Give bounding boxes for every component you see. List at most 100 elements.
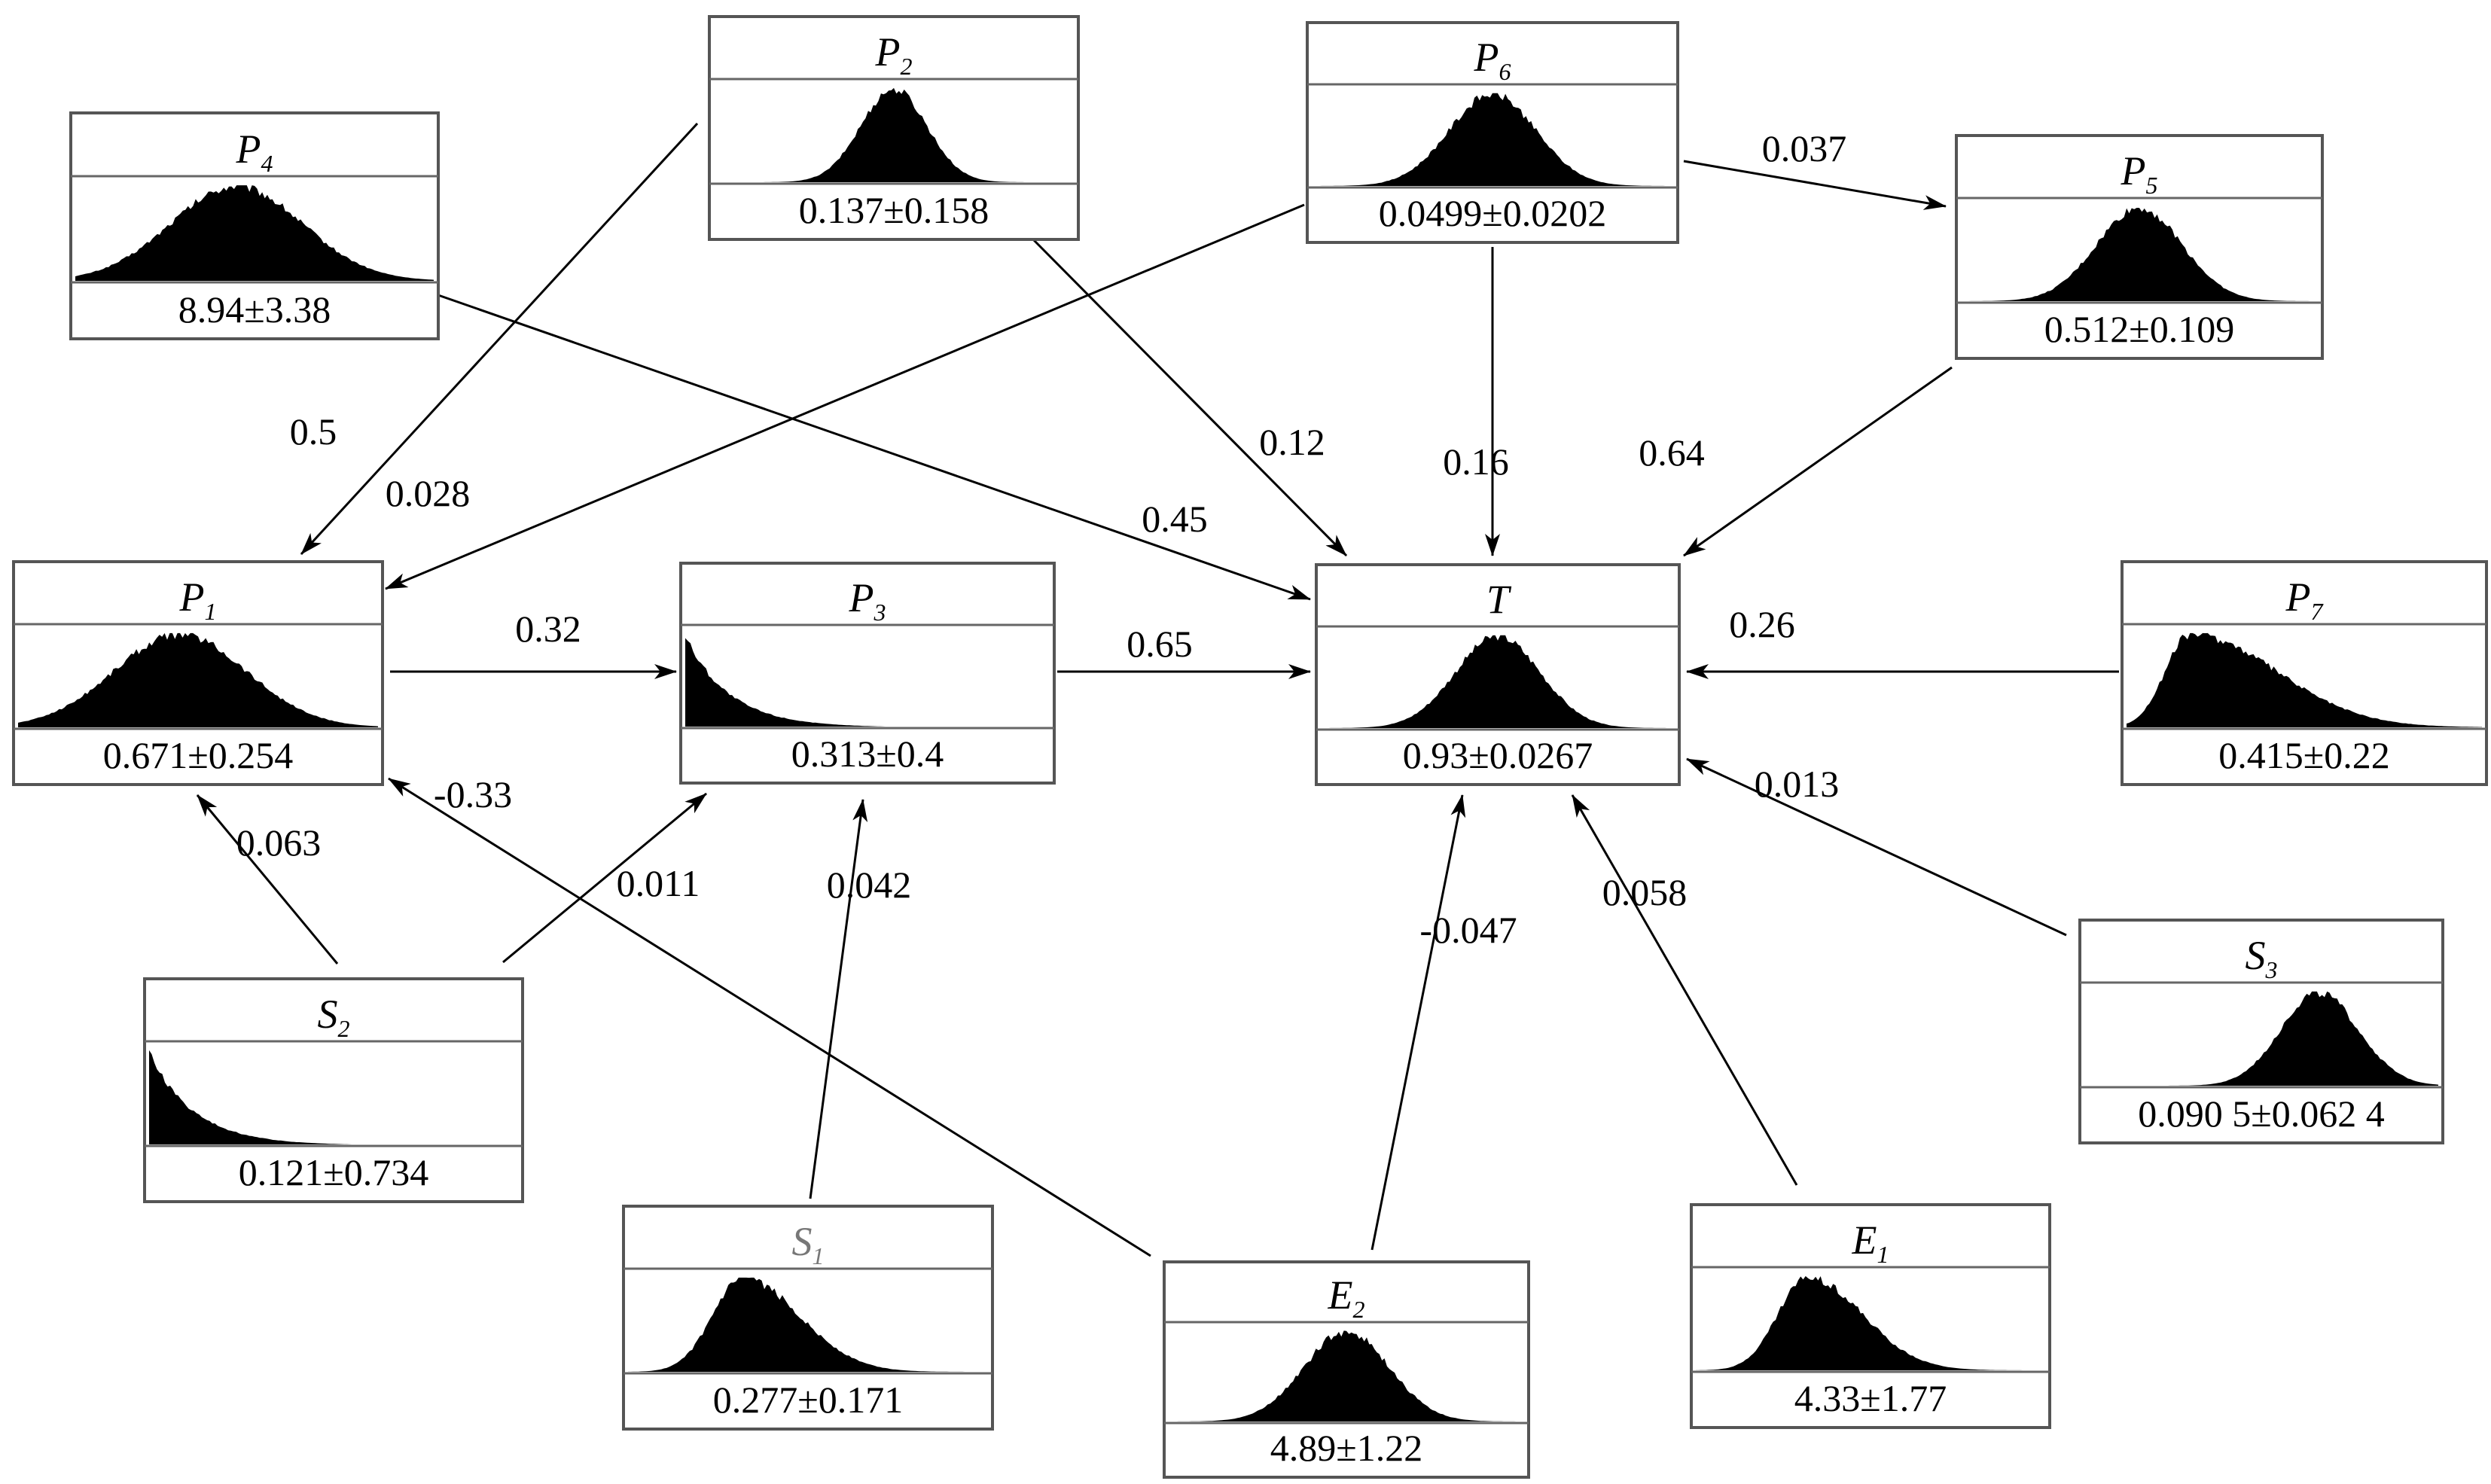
- node-value: 0.137±0.158: [799, 189, 989, 231]
- node-value: 0.93±0.0267: [1403, 734, 1593, 776]
- node-histogram: [714, 87, 1074, 182]
- node-t: T 0.93±0.0267: [1315, 563, 1681, 786]
- edge-p2-to-p1: [300, 122, 699, 556]
- node-subscript: 6: [1499, 58, 1511, 85]
- node-histogram: [2127, 632, 2482, 727]
- node-title: E2: [1328, 1272, 1365, 1323]
- edge-p4-to-t: [438, 294, 1311, 601]
- edge-s2-to-p3: [502, 792, 707, 964]
- node-value: 4.89±1.22: [1270, 1427, 1422, 1469]
- edge-s2-to-p1: [196, 794, 339, 964]
- edge-label-p1-p3: 0.32: [515, 608, 581, 650]
- node-letter: P: [875, 29, 901, 75]
- edge-label-p4-t: 0.45: [1142, 498, 1208, 540]
- node-subscript: 1: [813, 1242, 825, 1269]
- edge-e2-to-t: [1371, 794, 1466, 1251]
- node-title: S2: [318, 992, 350, 1042]
- node-title: P2: [875, 29, 913, 80]
- node-title: P3: [849, 575, 886, 626]
- node-letter: E: [1328, 1272, 1353, 1318]
- node-value: 0.121±0.734: [239, 1151, 428, 1193]
- node-title: P7: [2285, 574, 2325, 625]
- edge-label-p3-t: 0.65: [1127, 623, 1193, 665]
- node-subscript: 3: [874, 599, 886, 626]
- node-value: 0.671±0.254: [103, 734, 293, 776]
- node-letter: S: [318, 992, 338, 1037]
- edge-p2-to-t: [1032, 238, 1348, 557]
- node-subscript: 3: [2265, 956, 2278, 983]
- node-p2: P2 0.137±0.158: [708, 15, 1080, 241]
- node-frame: [1690, 1203, 2051, 1429]
- node-frame: [622, 1205, 994, 1431]
- node-subscript: 1: [1877, 1241, 1889, 1268]
- node-subscript: 2: [1353, 1296, 1365, 1323]
- node-letter: P: [849, 575, 874, 620]
- node-title: T: [1486, 577, 1512, 622]
- node-subscript: 5: [2146, 172, 2158, 199]
- node-histogram: [149, 1050, 518, 1144]
- edge-label-e2-t: -0.047: [1419, 909, 1517, 951]
- node-letter: T: [1486, 577, 1512, 622]
- node-value: 0.415±0.22: [2218, 734, 2389, 776]
- node-value: 4.33±1.77: [1794, 1377, 1947, 1419]
- node-value: 0.0499±0.0202: [1379, 192, 1606, 234]
- node-value: 8.94±3.38: [178, 288, 331, 331]
- edge-label-p7-t: 0.26: [1729, 603, 1795, 645]
- edge-s3-to-t: [1686, 757, 2067, 937]
- node-letter: S: [792, 1219, 813, 1264]
- node-histogram: [1696, 1275, 2045, 1370]
- edge-s1-to-p3: [809, 799, 868, 1199]
- node-letter: E: [1852, 1217, 1877, 1263]
- node-histogram: [2084, 991, 2438, 1086]
- node-p5: P5 0.512±0.109: [1955, 134, 2324, 360]
- node-title: P5: [2121, 148, 2158, 199]
- node-value: 0.277±0.171: [713, 1379, 903, 1421]
- node-subscript: 1: [205, 598, 217, 625]
- node-p4: P4 8.94±3.38: [69, 111, 440, 340]
- node-e1: E1 4.33±1.77: [1690, 1203, 2051, 1429]
- edge-label-p6-p1: 0.028: [386, 472, 471, 514]
- node-title: S1: [792, 1219, 825, 1269]
- edge-layer: [196, 122, 2119, 1257]
- node-value: 0.512±0.109: [2044, 308, 2234, 350]
- node-title: P1: [179, 574, 217, 625]
- node-histogram: [1961, 208, 2318, 301]
- node-letter: P: [1474, 35, 1499, 80]
- edge-p5-to-t: [1683, 366, 1953, 557]
- node-histogram: [1312, 93, 1673, 186]
- node-subscript: 2: [338, 1015, 350, 1042]
- node-p7: P7 0.415±0.22: [2121, 560, 2488, 786]
- node-title: S3: [2246, 933, 2278, 983]
- node-e2: E2 4.89±1.22: [1163, 1260, 1530, 1479]
- node-histogram: [18, 632, 378, 727]
- node-s2: S2 0.121±0.734: [143, 977, 524, 1203]
- node-s3: S3 0.090 5±0.062 4: [2078, 919, 2444, 1144]
- node-subscript: 2: [901, 53, 913, 80]
- node-title: P6: [1474, 35, 1511, 85]
- node-histogram: [1169, 1330, 1524, 1422]
- node-frame: [143, 977, 524, 1203]
- edge-p6-to-p5: [1683, 160, 1947, 210]
- edge-e2-to-p1: [388, 777, 1151, 1257]
- node-letter: P: [179, 574, 205, 620]
- edge-label-e1-t: 0.058: [1602, 871, 1688, 913]
- node-subscript: 7: [2311, 598, 2325, 625]
- node-p6: P6 0.0499±0.0202: [1306, 21, 1679, 244]
- node-letter: P: [2285, 574, 2311, 620]
- node-value: 0.090 5±0.062 4: [2138, 1092, 2384, 1135]
- edge-label-p5-t: 0.64: [1639, 431, 1705, 474]
- edge-label-s2-p3: 0.011: [617, 862, 700, 904]
- node-histogram: [75, 185, 434, 281]
- node-title: E1: [1852, 1217, 1889, 1268]
- edge-label-p6-t: 0.16: [1443, 440, 1509, 483]
- edge-label-s1-p3: 0.042: [827, 864, 912, 906]
- node-title: P4: [236, 126, 273, 177]
- node-histogram: [1321, 635, 1675, 728]
- node-frame: [679, 562, 1056, 785]
- node-letter: S: [2246, 933, 2266, 978]
- edge-p6-to-p1: [385, 203, 1305, 590]
- edge-label-p6-p5: 0.037: [1762, 127, 1847, 169]
- node-frame: [2078, 919, 2444, 1144]
